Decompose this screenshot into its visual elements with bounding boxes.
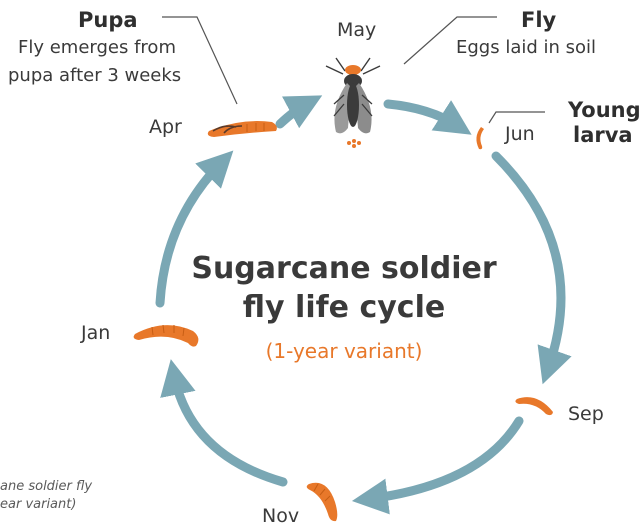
arrow-nov-to-jan [174,375,283,482]
month-label-nov: Nov [262,506,299,528]
fly-illustration [326,58,380,148]
month-label-jan: Jan [81,323,110,345]
diagram-subtitle: (1-year variant) [174,340,514,363]
pupa-leader-line [162,17,237,104]
caption-fragment-line1: ane soldier fly [0,478,92,496]
arrow-may-to-jun [388,104,458,126]
pupa-illustration [208,121,277,137]
diagram-title-line2: fly life cycle [174,291,514,326]
month-label-sep: Sep [568,404,604,426]
month-label-apr: Apr [149,117,182,139]
young-larva-title-line2: larva [573,123,633,147]
young-larva-title-line1: Young [568,98,641,122]
month-label-may: May [337,20,376,42]
arrow-apr-to-may [280,103,308,124]
arrow-sep-to-nov [368,421,519,499]
caption-fragment-line2: ear variant) [0,496,92,514]
larva-nov-illustration [307,483,338,521]
pupa-title: Pupa [78,8,138,32]
larva-sep-illustration [515,397,553,415]
fly-title: Fly [521,8,556,32]
diagram-title-line1: Sugarcane soldier [174,252,514,287]
caption-fragment: ane soldier fly ear variant) [0,478,92,514]
young-larva-illustration [476,127,484,149]
pupa-desc-line1: Fly emerges from [18,38,176,59]
pupa-desc-line2: pupa after 3 weeks [8,66,181,87]
fly-desc: Eggs laid in soil [456,38,596,59]
month-label-jun: Jun [505,124,535,146]
young-larva-leader-line [489,112,545,123]
